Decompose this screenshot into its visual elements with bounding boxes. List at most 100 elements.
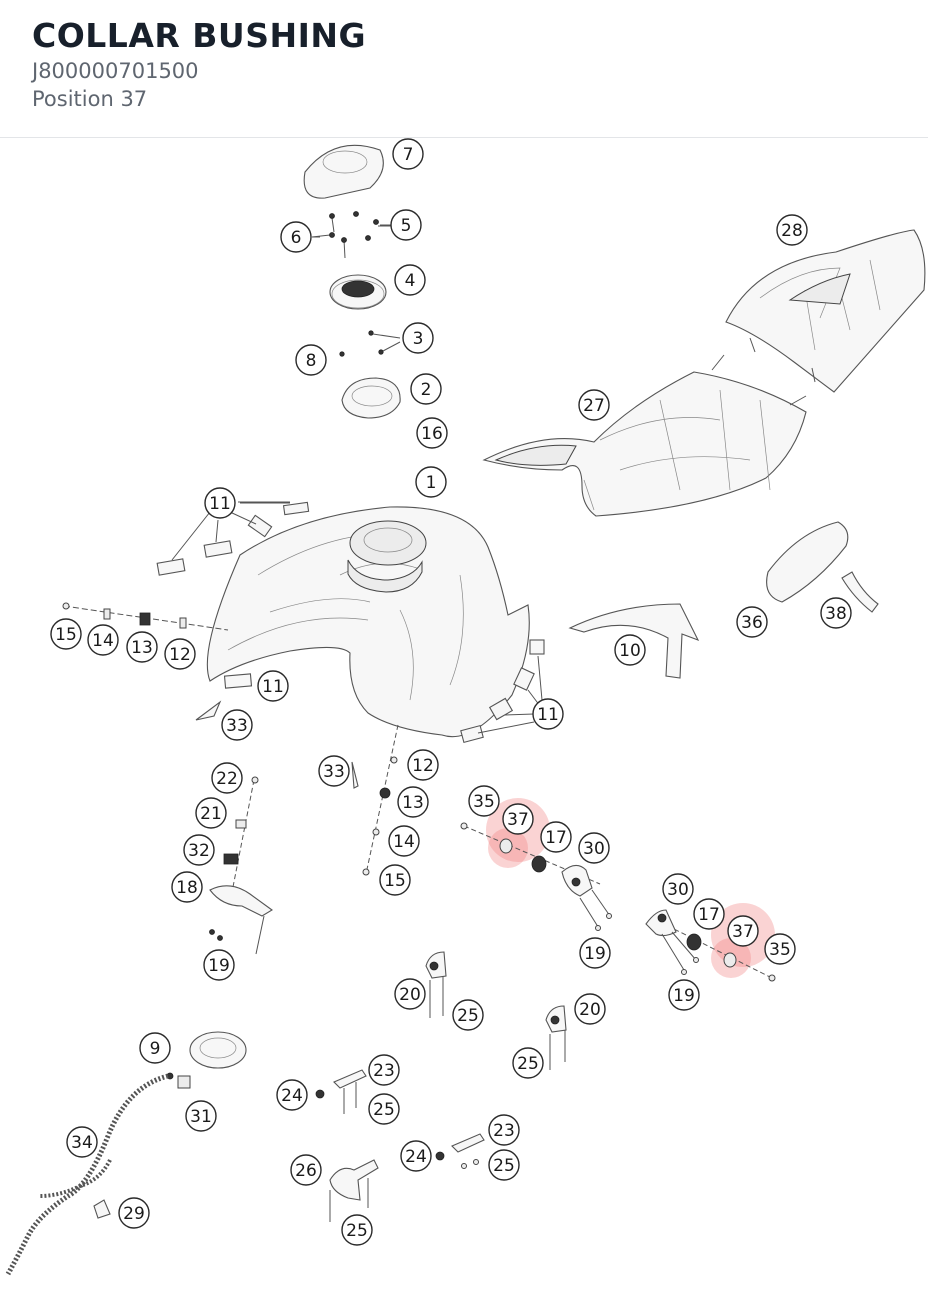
svg-text:24: 24 — [281, 1086, 303, 1106]
svg-text:6: 6 — [291, 228, 302, 248]
callout-17-right: 17 — [693, 898, 725, 930]
callout-35-right: 35 — [764, 933, 796, 965]
part-pads-right — [460, 639, 545, 744]
svg-text:14: 14 — [393, 832, 415, 852]
svg-text:30: 30 — [667, 880, 689, 900]
svg-text:36: 36 — [741, 613, 763, 633]
part-screws-top — [311, 211, 392, 259]
leader-lines — [240, 224, 392, 504]
callout-18: 18 — [171, 871, 203, 903]
part-screws-mid — [339, 330, 401, 357]
svg-text:5: 5 — [401, 216, 412, 236]
part-number: J800000701500 — [32, 59, 199, 83]
callout-4: 4 — [394, 264, 426, 296]
callout-37-right: 37 — [727, 915, 759, 947]
svg-text:7: 7 — [403, 145, 414, 165]
svg-text:28: 28 — [781, 221, 803, 241]
svg-text:25: 25 — [457, 1006, 479, 1026]
svg-text:14: 14 — [92, 631, 114, 651]
callout-30-left: 30 — [578, 832, 610, 864]
callout-7: 7 — [392, 138, 424, 170]
svg-text:25: 25 — [493, 1156, 515, 1176]
svg-text:20: 20 — [579, 1000, 601, 1020]
svg-text:33: 33 — [226, 716, 248, 736]
part-fuel-cap-cover — [303, 144, 384, 199]
part-position: Position 37 — [32, 87, 148, 111]
callout-12-center: 12 — [407, 749, 439, 781]
svg-text:37: 37 — [507, 810, 529, 830]
svg-text:2: 2 — [421, 380, 432, 400]
callout-13-center: 13 — [397, 786, 429, 818]
part-side-cover — [568, 603, 700, 679]
svg-text:25: 25 — [346, 1221, 368, 1241]
svg-text:3: 3 — [413, 329, 424, 349]
callout-12-left: 12 — [164, 638, 196, 670]
part-fuel-tank — [206, 506, 530, 738]
svg-text:1: 1 — [426, 473, 437, 493]
callout-19-left: 19 — [203, 949, 235, 981]
part-pads-left — [156, 501, 310, 576]
svg-text:17: 17 — [698, 905, 720, 925]
svg-text:21: 21 — [200, 804, 222, 824]
part-header: COLLAR BUSHING J800000701500 Position 37 — [0, 0, 928, 138]
callout-28: 28 — [776, 214, 808, 246]
part-mount-right — [645, 909, 776, 982]
callout-24-b: 24 — [400, 1140, 432, 1172]
svg-text:20: 20 — [399, 985, 421, 1005]
callout-23-a: 23 — [368, 1054, 400, 1086]
svg-text:30: 30 — [583, 839, 605, 859]
callout-2: 2 — [410, 373, 442, 405]
callout-11-top: 11 — [204, 487, 236, 519]
part-front-seat — [482, 354, 807, 517]
part-title: COLLAR BUSHING — [32, 16, 367, 55]
part-pad-small — [195, 673, 359, 789]
callout-33-center: 33 — [318, 755, 350, 787]
callout-27: 27 — [578, 389, 610, 421]
svg-text:25: 25 — [373, 1100, 395, 1120]
callout-35-left: 35 — [468, 785, 500, 817]
part-bracket-bottom — [329, 1159, 379, 1222]
callout-labels: 7 6 5 4 3 8 2 16 1 28 27 11 15 14 13 12 … — [50, 138, 852, 1246]
callout-17-left: 17 — [540, 821, 572, 853]
part-fuel-cap — [329, 274, 387, 310]
part-grip — [841, 571, 879, 613]
svg-text:35: 35 — [769, 940, 791, 960]
callout-33-left: 33 — [221, 709, 253, 741]
callout-19-center: 19 — [579, 937, 611, 969]
callout-11-right: 11 — [532, 698, 564, 730]
part-breather-hose — [5, 1073, 169, 1276]
svg-text:25: 25 — [517, 1054, 539, 1074]
callout-3: 3 — [402, 322, 434, 354]
part-rear-seat — [725, 229, 926, 393]
svg-text:35: 35 — [473, 792, 495, 812]
callout-24-a: 24 — [276, 1079, 308, 1111]
svg-text:18: 18 — [176, 878, 198, 898]
callout-31: 31 — [185, 1100, 217, 1132]
svg-text:12: 12 — [169, 645, 191, 665]
svg-text:27: 27 — [583, 396, 605, 416]
callout-22: 22 — [211, 762, 243, 794]
svg-text:12: 12 — [412, 756, 434, 776]
part-mount-left — [460, 822, 612, 931]
svg-text:37: 37 — [732, 922, 754, 942]
callout-10: 10 — [614, 634, 646, 666]
part-pump-ring — [166, 1031, 247, 1089]
callout-25-c: 25 — [368, 1093, 400, 1125]
svg-text:26: 26 — [295, 1161, 317, 1181]
svg-text:13: 13 — [131, 638, 153, 658]
callout-15-center: 15 — [379, 864, 411, 896]
svg-text:38: 38 — [825, 604, 847, 624]
svg-text:24: 24 — [405, 1147, 427, 1167]
exploded-parts-diagram: 7 6 5 4 3 8 2 16 1 28 27 11 15 14 13 12 … — [5, 138, 926, 1276]
svg-text:15: 15 — [55, 625, 77, 645]
svg-text:11: 11 — [262, 677, 284, 697]
svg-text:33: 33 — [323, 762, 345, 782]
callout-11-left: 11 — [257, 670, 289, 702]
callout-6: 6 — [280, 221, 312, 253]
part-pillion-pad — [766, 521, 849, 603]
callout-20-b: 20 — [574, 993, 606, 1025]
svg-text:29: 29 — [123, 1204, 145, 1224]
callout-25-d: 25 — [488, 1149, 520, 1181]
part-bracket-left — [209, 776, 273, 955]
svg-text:10: 10 — [619, 641, 641, 661]
